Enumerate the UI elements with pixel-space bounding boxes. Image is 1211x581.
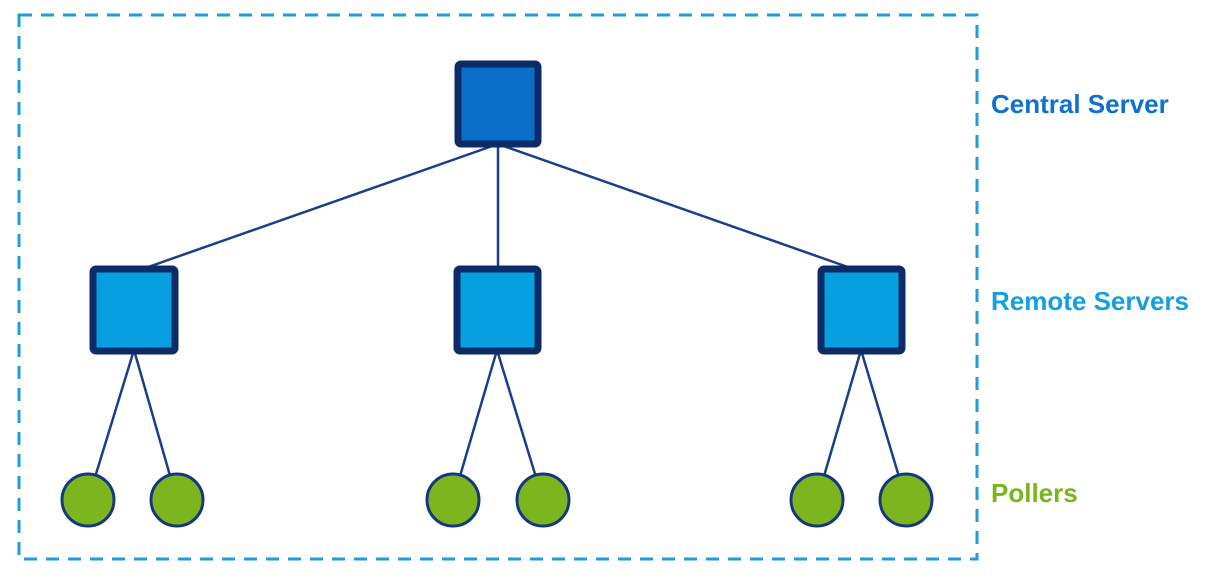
remote-server-2-node — [453, 265, 542, 355]
poller-3-node — [425, 472, 481, 528]
poller-6-node — [878, 472, 934, 528]
connection-line — [497, 142, 863, 274]
poller-1-node — [60, 472, 116, 528]
remote-server-3-node — [817, 265, 906, 355]
poller-5-node — [789, 472, 845, 528]
central-server-node — [454, 60, 542, 148]
poller-4-node — [515, 472, 571, 528]
label-pollers: Pollers — [991, 478, 1078, 508]
remote-server-1-node — [89, 265, 179, 355]
label-remote-servers: Remote Servers — [991, 286, 1189, 316]
connection-line — [133, 142, 499, 274]
boundary-dashed-border — [17, 13, 979, 561]
poller-2-node — [149, 472, 205, 528]
label-central-server: Central Server — [991, 89, 1169, 119]
